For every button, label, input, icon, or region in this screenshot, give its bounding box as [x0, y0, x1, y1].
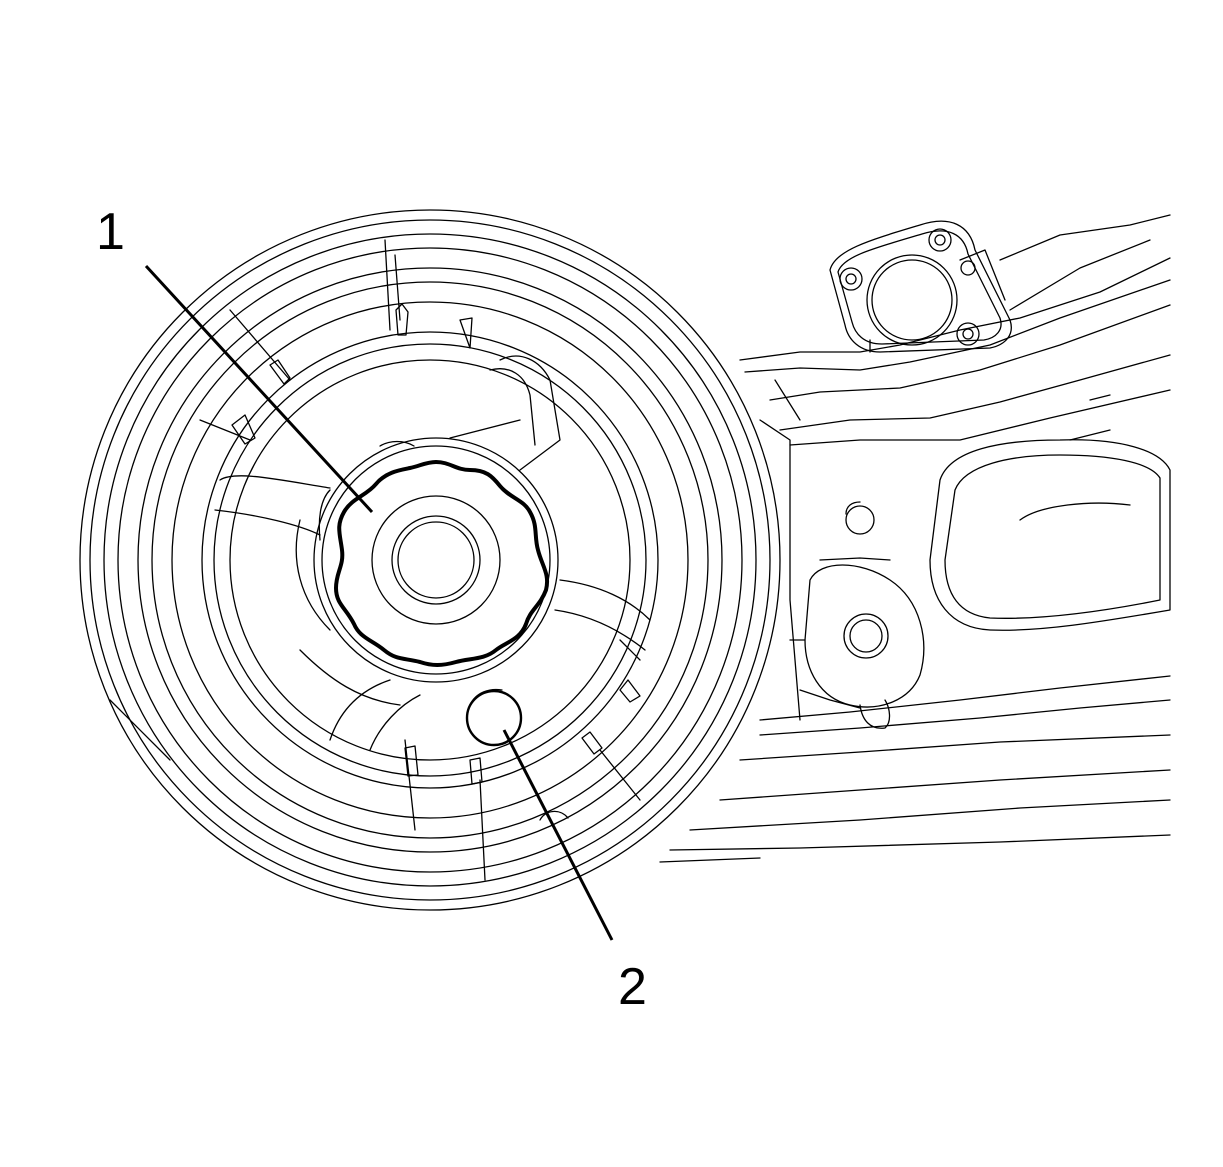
- hub-flange: [214, 355, 651, 751]
- callout-2-label: 2: [618, 958, 647, 1016]
- callout-1-label: 1: [96, 203, 125, 261]
- brake-caliper: [829, 220, 1012, 353]
- callout-2-leader: [502, 729, 614, 941]
- callout-1-leader: [144, 264, 374, 514]
- callout-2: 2: [502, 729, 647, 1016]
- trailing-arm: [659, 214, 1171, 863]
- callout-1: 1: [96, 203, 374, 514]
- sensor-hole: [465, 688, 523, 747]
- wheel-hub-bearing: [313, 437, 559, 683]
- backing-plate: [79, 209, 781, 911]
